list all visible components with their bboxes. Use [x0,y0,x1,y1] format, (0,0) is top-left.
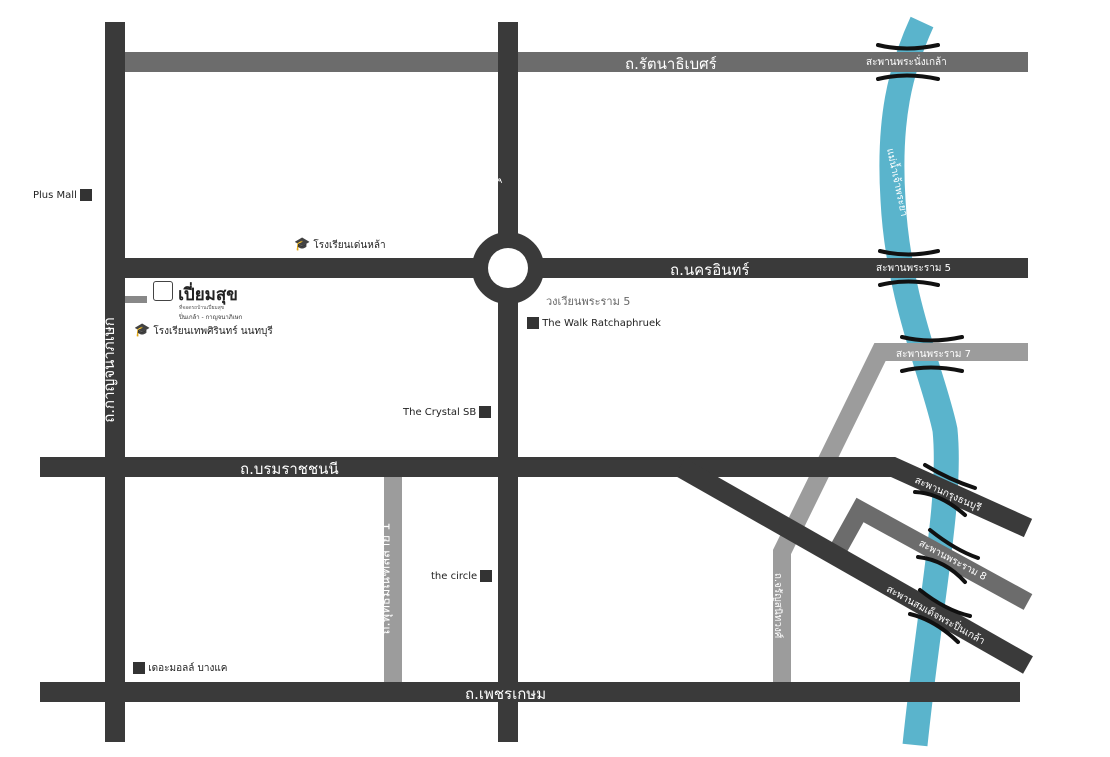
label-phutthamonthon1: ถ.พุทธมณฑลสาย 1 [378,522,394,635]
place-marker [80,189,93,201]
label-borommaratchachonnani: ถ.บรมราชชนนี [240,460,339,478]
label-rattanathibet: ถ.รัตนาธิเบศร์ [625,55,717,73]
place-plus-mall: Plus Mall [33,189,93,201]
road-borommaratchachonnani [40,457,1033,538]
label-charansanitwong: ถ.จรัญสนิทวงศ์ [772,572,784,639]
place-crystal: The Crystal SB [403,406,492,418]
bridge-nonthaburi: สะพานพระนั่งเกล้า [866,57,947,68]
road-rattanathibet [105,52,1028,72]
road-nakhon-in [105,258,1028,278]
label-phetkasem: ถ.เพชรเกษม [465,685,547,703]
house-logo-icon [153,281,173,301]
bridge-rama5: สะพานพระราม 5 [876,263,951,274]
logo-connector [125,296,147,303]
road-kanchanaphisek [105,22,125,742]
graduation-cap-icon: 🎓 [134,323,151,338]
logo: เปี่ยมสุข ที่จอดรถบ้านเปี่ยมสุข ปิ่นเกล้… [153,281,242,322]
place-mall: เดอะมอลล์ บางแค [133,661,228,676]
road-phetkasem [40,682,1020,702]
label-ratchaphruek: ถ.ราชพฤกษ์ [485,104,504,184]
place-circle: the circle [431,570,493,582]
road-rama8 [827,497,1033,610]
label-kanchanaphisek: ถ.กาญจนาภิเษก [99,317,118,423]
bridge-marks [876,43,980,644]
road-charansanitwong [773,343,1028,683]
place-school2: 🎓 โรงเรียนเทพศิรินทร์ นนทบุรี [134,323,273,338]
roundabout [472,232,544,304]
place-marker [479,406,492,418]
river-chao-phraya [879,16,959,747]
place-marker [480,570,493,582]
place-marker [527,317,539,329]
place-school1: 🎓 โรงเรียนเด่นหล้า [294,237,386,252]
road-pinklao [675,458,1033,674]
label-roundabout: วงเวียนพระราม 5 [546,295,631,308]
road-phutthamonthon1 [384,477,402,683]
label-nakhon-in: ถ.นครอินทร์ [670,261,750,279]
bridge-rama7: สะพานพระราม 7 [896,349,971,360]
graduation-cap-icon: 🎓 [294,237,311,252]
place-marker [133,662,145,674]
road-ratchaphruek [498,22,518,742]
place-walk: The Walk Ratchaphruek [527,317,661,329]
